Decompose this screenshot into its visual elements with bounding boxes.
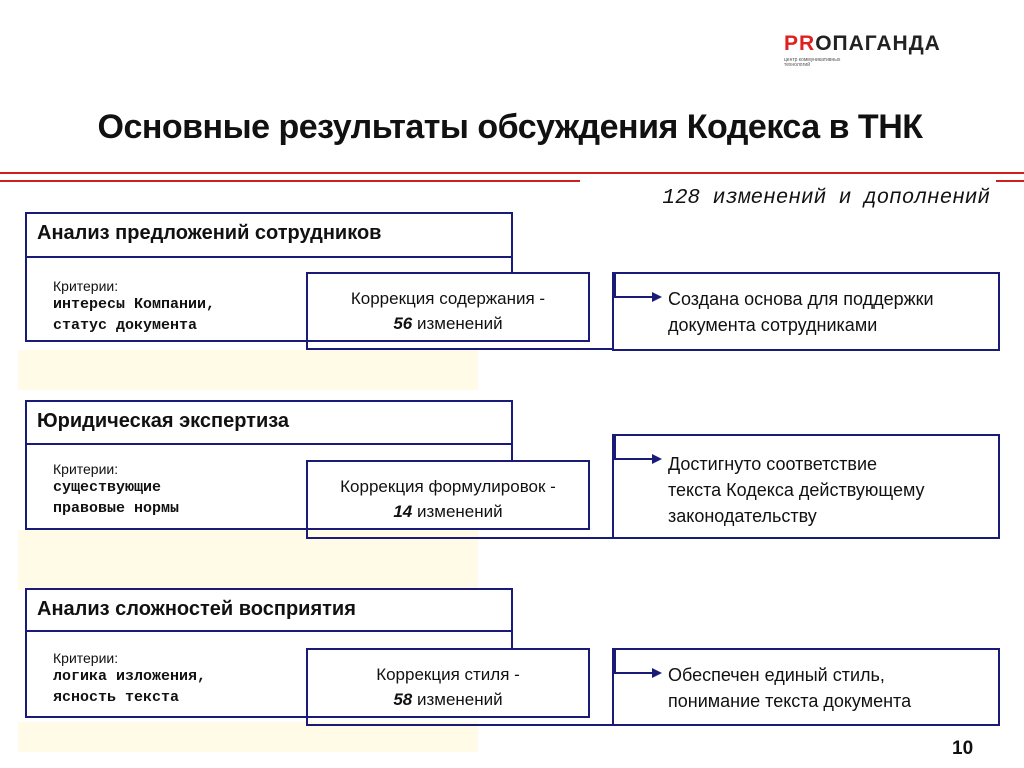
criteria-label: Критерии: (53, 278, 119, 294)
arrow-icon (614, 436, 662, 464)
result-line: Достигнуто соответствие (668, 454, 878, 474)
correction-text: Коррекция содержания - 56 изменений (308, 274, 588, 336)
criteria-group: Критерии: существующие правовые нормы (53, 461, 179, 519)
correction-label: Коррекция стиля - (376, 665, 520, 684)
result-text: Достигнуто соответствие текста Кодекса д… (614, 436, 998, 529)
block-legal-header: Юридическая экспертиза (25, 400, 513, 445)
result-text: Обеспечен единый стиль, понимание текста… (614, 650, 998, 714)
correction-number: 58 (393, 690, 413, 709)
criteria-value: логика изложения, (53, 668, 207, 685)
correction-number: 56 (393, 314, 413, 333)
result-text: Создана основа для поддержки документа с… (614, 274, 998, 338)
arrow-icon (614, 274, 662, 302)
correction-unit: изменений (412, 502, 503, 521)
result-line: Создана основа для поддержки (668, 289, 934, 309)
correction-label: Коррекция формулировок - (340, 477, 556, 496)
logo-pr: PR (784, 32, 816, 55)
block-heading: Анализ предложений сотрудников (37, 222, 382, 244)
correction-count: 14 изменений (308, 499, 588, 524)
correction-text: Коррекция стиля - 58 изменений (308, 650, 588, 712)
criteria-label: Критерии: (53, 461, 119, 477)
result-line: понимание текста документа (668, 691, 912, 711)
block-perception-header: Анализ сложностей восприятия (25, 588, 513, 632)
arrow-icon (614, 650, 662, 678)
correction-box: Коррекция формулировок - 14 изменений (306, 460, 590, 530)
correction-box: Коррекция стиля - 58 изменений (306, 648, 590, 718)
correction-box: Коррекция содержания - 56 изменений (306, 272, 590, 342)
criteria-label: Критерии: (53, 650, 119, 666)
criteria-value: существующие (53, 479, 162, 496)
result-line: Обеспечен единый стиль, (668, 665, 885, 685)
correction-unit: изменений (412, 314, 503, 333)
correction-text: Коррекция формулировок - 14 изменений (308, 462, 588, 524)
criteria-value: интересы Компании, (53, 296, 216, 313)
result-box: Достигнуто соответствие текста Кодекса д… (612, 434, 1000, 539)
correction-number: 14 (393, 502, 413, 521)
criteria-group: Критерии: логика изложения, ясность текс… (53, 650, 206, 708)
page-number: 10 (952, 738, 974, 759)
total-changes: 128 изменений и дополнений (662, 187, 990, 210)
criteria-value: ясность текста (53, 689, 180, 706)
highlight-area (18, 722, 478, 752)
result-line: законодательству (668, 506, 817, 526)
brand-logo: PRОПАГАНДА центр коммуникативных техноло… (784, 32, 994, 72)
result-box: Обеспечен единый стиль, понимание текста… (612, 648, 1000, 726)
highlight-area (18, 350, 478, 390)
block-employees-header: Анализ предложений сотрудников (25, 212, 513, 258)
logo-rest: ОПАГАНДА (815, 32, 941, 55)
correction-unit: изменений (412, 690, 503, 709)
result-line: документа сотрудниками (668, 315, 878, 335)
logo-wordmark: PRОПАГАНДА (784, 32, 994, 56)
criteria-group: Критерии: интересы Компании, статус доку… (53, 278, 215, 336)
logo-subtitle: центр коммуникативных технологий (784, 57, 841, 68)
highlight-area (18, 530, 478, 590)
correction-label: Коррекция содержания - (350, 289, 546, 308)
criteria-value: правовые нормы (53, 500, 180, 517)
correction-count: 56 изменений (308, 311, 588, 336)
page-title: Основные результаты обсуждения Кодекса в… (97, 108, 924, 146)
result-box: Создана основа для поддержки документа с… (612, 272, 1000, 351)
divider-line-short (0, 180, 580, 182)
correction-count: 58 изменений (308, 687, 588, 712)
block-heading: Юридическая экспертиза (37, 410, 290, 432)
divider-line-end (996, 180, 1024, 182)
result-line: текста Кодекса действующему (668, 480, 925, 500)
criteria-value: статус документа (53, 317, 198, 334)
block-heading: Анализ сложностей восприятия (37, 598, 356, 620)
divider-line (0, 172, 1024, 174)
